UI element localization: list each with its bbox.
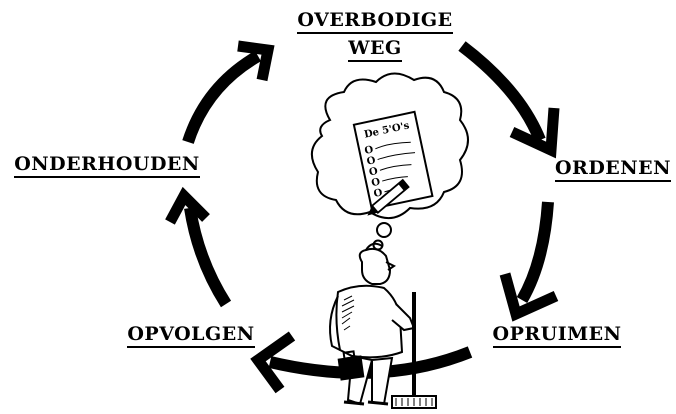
arrow-opvolgen-to-onderhouden xyxy=(184,207,232,308)
checklist-bullet-5: O xyxy=(373,187,384,200)
arrow-head-overbodig-to-ordenen xyxy=(509,107,560,159)
checklist-bullets: O O O O O xyxy=(364,144,384,200)
pencil-icon xyxy=(367,178,410,216)
step-text-ordenen: ORDENEN xyxy=(554,157,671,182)
step-label-opvolgen: OPVOLGEN xyxy=(116,322,266,348)
step-label-overbodige: OVERBODIGE xyxy=(285,8,465,34)
arrow-onderhouden-to-overbodig xyxy=(182,50,262,144)
step-label-ordenen: ORDENEN xyxy=(548,156,676,182)
step-label-opruimen: OPRUIMEN xyxy=(482,322,632,348)
step-text-weg: WEG xyxy=(348,37,402,62)
step-text-onderhouden: ONDERHOUDEN xyxy=(14,153,200,178)
arrow-head-opruimen-to-opvolgen xyxy=(250,331,296,394)
step-label-weg: WEG xyxy=(285,36,465,62)
arrow-head-opvolgen-to-onderhouden xyxy=(165,186,210,225)
step-text-opvolgen: OPVOLGEN xyxy=(127,323,255,348)
step-text-overbodige: OVERBODIGE xyxy=(297,9,453,34)
arrow-overbodig-to-ordenen xyxy=(458,41,546,143)
step-text-opruimen: OPRUIMEN xyxy=(492,323,622,348)
checklist-note: De 5'O's O O O O O xyxy=(352,110,434,211)
checklist-bullet-1: O xyxy=(364,144,375,157)
arrow-head-onderhouden-to-overbodig xyxy=(237,40,275,82)
checklist-bullet-4: O xyxy=(370,177,381,190)
arrow-ordenen-to-opruimen xyxy=(516,201,554,304)
arrow-head-ordenen-to-opruimen xyxy=(499,272,559,322)
step-label-onderhouden: ONDERHOUDEN xyxy=(2,152,212,178)
checklist-bullet-2: O xyxy=(366,155,377,168)
cleaner-figure xyxy=(329,242,437,409)
checklist-bullet-3: O xyxy=(368,166,379,179)
